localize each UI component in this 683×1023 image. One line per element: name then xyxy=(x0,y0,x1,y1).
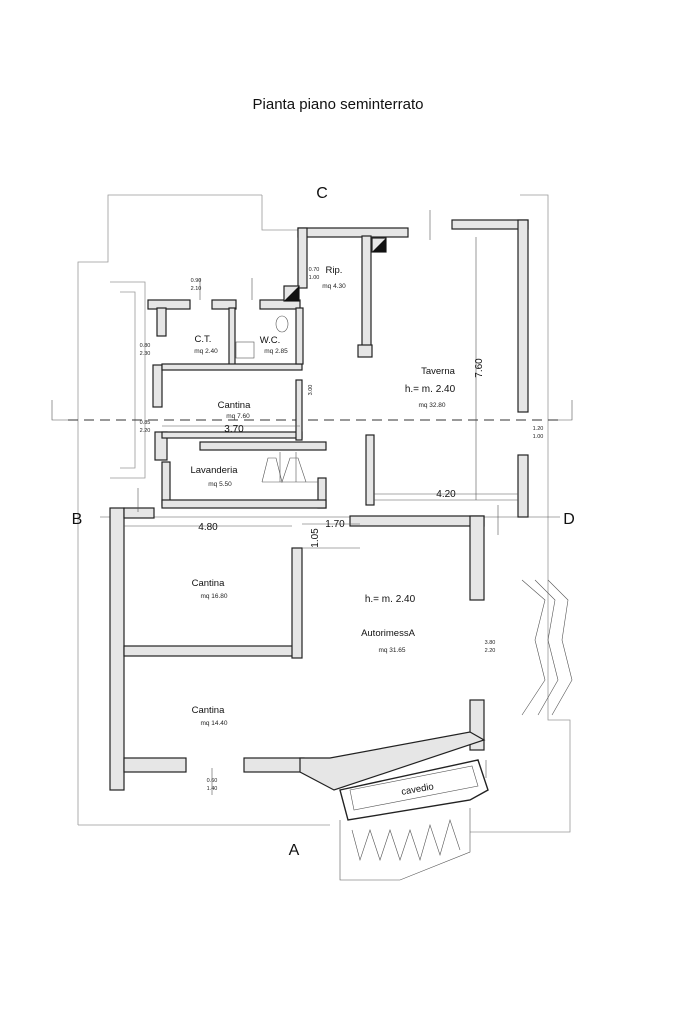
dim-480: 4.80 xyxy=(198,522,218,533)
wall-stair-top xyxy=(199,441,327,451)
wall-wc-top-right xyxy=(259,299,301,310)
terrace-edge-2 xyxy=(534,579,559,716)
wall-lav-bottom xyxy=(161,499,327,509)
wall-bottom-mid xyxy=(243,757,305,773)
dim-380: 3.80 xyxy=(485,640,496,646)
room-lavanderia-name: Lavanderia xyxy=(190,465,238,476)
room-rip-name: Rip. xyxy=(326,265,343,276)
wall-cantina-left xyxy=(152,364,163,408)
wc-toilet xyxy=(275,315,289,333)
cavedio-stair-outline xyxy=(339,808,471,881)
dim-085: 0.85 xyxy=(140,420,151,426)
wall-taverna-lower-left xyxy=(365,434,375,506)
plan-title: Pianta piano seminterrato xyxy=(253,96,424,113)
wall-lav-left xyxy=(154,431,168,461)
dim-170: 1.70 xyxy=(325,519,345,530)
dim-220b: 2.20 xyxy=(485,648,496,654)
room-ct-area: mq 2.40 xyxy=(194,348,218,355)
room-ct-name: C.T. xyxy=(195,334,212,345)
cavedio-outline xyxy=(339,759,489,821)
wall-cantina-right xyxy=(295,379,303,441)
wall-taverna-left xyxy=(361,235,372,357)
room-autorimessa-name: AutorimessA xyxy=(361,628,416,639)
lot-boundary-left xyxy=(77,194,262,825)
dim-105: 1.05 xyxy=(310,528,321,548)
dim-760: 7.60 xyxy=(474,358,485,378)
wall-top-left xyxy=(297,227,409,238)
section-label-c: C xyxy=(316,185,328,202)
wall-ct-top xyxy=(147,299,191,310)
dim-220: 2.20 xyxy=(140,428,151,434)
dim-070: 0.70 xyxy=(309,267,320,273)
room-autorimessa-area: mq 31.65 xyxy=(378,647,405,654)
stair-symbol xyxy=(261,457,307,484)
room-cantina-low-area: mq 14.40 xyxy=(200,720,227,727)
section-label-a: A xyxy=(289,842,300,859)
room-cantina-mid-name: Cantina xyxy=(192,578,225,589)
dim-100: 1.00 xyxy=(533,434,544,440)
cavedio-inner xyxy=(349,765,479,811)
vent-shade-taverna xyxy=(372,238,386,252)
terrace-edge-3 xyxy=(547,579,573,716)
section-label-d: D xyxy=(563,511,575,528)
wall-rip-left xyxy=(297,227,308,289)
room-lavanderia-area: mq 5.50 xyxy=(208,481,232,488)
room-wc-name: W.C. xyxy=(260,335,281,346)
dim-120: 1.20 xyxy=(533,426,544,432)
room-autorimessa-height: h.= m. 2.40 xyxy=(365,594,416,605)
dim-100b: 1.00 xyxy=(309,275,320,281)
stair-outline-left xyxy=(110,281,146,479)
vent-shade-rip xyxy=(284,286,299,301)
wall-wc-top-left xyxy=(211,299,237,310)
lot-boundary-top xyxy=(261,195,300,231)
room-cantina-small-area: mq 7.60 xyxy=(226,413,250,420)
terrace-edge xyxy=(521,579,546,716)
room-taverna-area: mq 32.80 xyxy=(418,402,445,409)
room-wc-area: mq 2.85 xyxy=(264,348,288,355)
dim-370: 3.70 xyxy=(224,424,244,435)
wall-pillar xyxy=(357,344,373,358)
wall-wc-right xyxy=(295,307,304,365)
room-cantina-small-name: Cantina xyxy=(218,400,251,411)
dim-420: 4.20 xyxy=(436,489,456,500)
wall-cantina-right xyxy=(291,547,303,659)
stair-inner-left xyxy=(120,291,136,469)
dim-080: 0.80 xyxy=(140,343,151,349)
wall-top-right xyxy=(451,219,529,230)
cavedio-stair-pattern xyxy=(351,818,461,862)
wall-ct-left xyxy=(156,307,167,337)
wall-lower-left xyxy=(109,507,125,791)
wall-lower-top-left xyxy=(123,507,155,519)
dim-090: 0.90 xyxy=(191,278,202,284)
section-mark-right xyxy=(558,400,573,421)
wall-bottom-left xyxy=(123,757,187,773)
wall-bottom-slanted xyxy=(299,731,486,791)
dim-300: 3.00 xyxy=(308,385,314,396)
wall-lower-right-upper xyxy=(469,515,485,601)
wall-right-upper xyxy=(517,219,529,413)
dim-230: 2.30 xyxy=(140,351,151,357)
wall-right-lower xyxy=(517,454,529,518)
wall-ct-wc xyxy=(228,307,236,367)
wall-cantina-top xyxy=(161,363,303,371)
wall-lav-left-2 xyxy=(161,461,171,507)
section-mark-left xyxy=(51,400,68,421)
room-rip-area: mq 4.30 xyxy=(322,283,346,290)
room-taverna-name: Taverna xyxy=(421,366,456,377)
section-label-b: B xyxy=(72,511,83,528)
room-taverna-height: h.= m. 2.40 xyxy=(405,384,456,395)
room-cantina-low-name: Cantina xyxy=(192,705,225,716)
room-cantina-mid-area: mq 16.80 xyxy=(200,593,227,600)
wall-cantina-divider xyxy=(123,645,301,657)
dim-210: 2.10 xyxy=(191,286,202,292)
wc-washbasin xyxy=(235,341,255,359)
wall-lower-top-right xyxy=(349,515,485,527)
lot-boundary-right xyxy=(470,194,571,833)
